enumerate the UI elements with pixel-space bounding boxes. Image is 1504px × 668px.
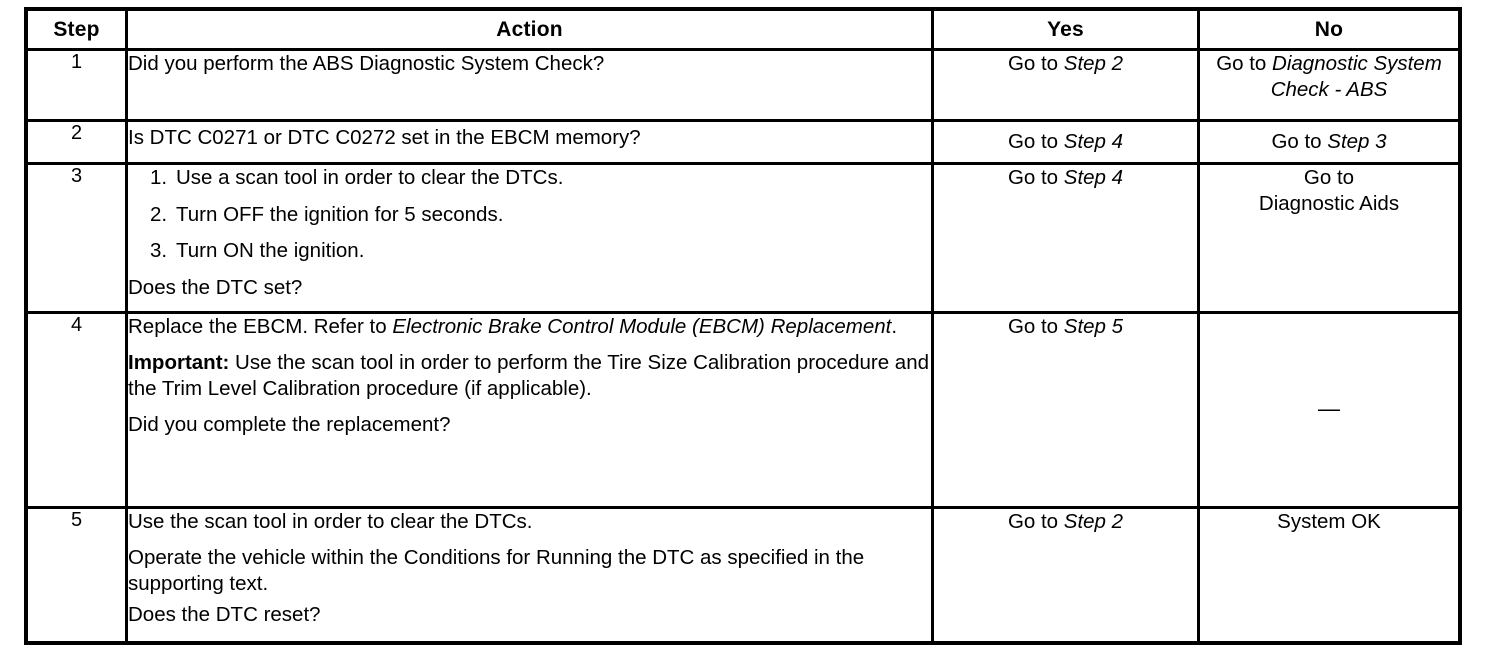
yes-answer-cell: Go to Step 2 (931, 48, 1200, 122)
action-cell: Use the scan tool in order to clear the … (125, 506, 934, 644)
table-row: 5 Use the scan tool in order to clear th… (25, 506, 1461, 644)
yes-lead-text: Go to (1007, 52, 1064, 75)
yes-lead-text: Go to (1007, 166, 1064, 189)
list-item-text: Turn OFF the ignition for 5 seconds. (176, 202, 504, 226)
action-question: Does the DTC set? (128, 275, 303, 299)
yes-reference-link[interactable]: Step 5 (1063, 315, 1124, 338)
no-reference-link[interactable]: Step 3 (1327, 129, 1387, 153)
action-question: Does the DTC reset? (128, 602, 321, 626)
yes-lead-text: Go to (1007, 129, 1064, 153)
replace-tail-text: . (891, 315, 898, 338)
replace-reference-link[interactable]: Electronic Brake Control Module (EBCM) R… (392, 315, 892, 338)
list-item-number: 3. (150, 239, 168, 263)
yes-reference-link[interactable]: Step 4 (1063, 166, 1124, 189)
important-text: Use the scan tool in order to perform th… (128, 350, 930, 401)
column-header-yes: Yes (931, 8, 1200, 51)
list-item-text: Use a scan tool in order to clear the DT… (176, 166, 564, 189)
em-dash-placeholder: — (1318, 395, 1340, 421)
action-cell: 1. Use a scan tool in order to clear the … (125, 162, 934, 314)
yes-answer-cell: Go to Step 4 (931, 162, 1200, 314)
no-answer-cell: Go to Diagnostic System Check - ABS (1197, 48, 1461, 122)
list-item: 3. Turn ON the ignition. (128, 238, 931, 264)
yes-reference-link[interactable]: Step 2 (1063, 510, 1124, 533)
column-header-no: No (1197, 8, 1461, 51)
action-paragraph-replace: Replace the EBCM. Refer to Electronic Br… (128, 314, 931, 341)
no-reference-link[interactable]: Diagnostic Aids (1258, 192, 1400, 216)
no-answer-cell: Go to Diagnostic Aids (1197, 162, 1461, 314)
action-question: Did you perform the ABS Diagnostic Syste… (128, 52, 605, 75)
step-number: 5 (25, 506, 128, 644)
replace-lead-text: Replace the EBCM. Refer to (128, 315, 393, 338)
no-lead-text: Go to (1303, 166, 1355, 189)
yes-lead-text: Go to (1007, 510, 1064, 533)
yes-answer-cell: Go to Step 4 (931, 119, 1200, 165)
table-row: 1 Did you perform the ABS Diagnostic Sys… (25, 48, 1461, 122)
action-question: Is DTC C0271 or DTC C0272 set in the EBC… (128, 126, 641, 149)
no-answer-cell: Go to Step 3 (1197, 119, 1461, 165)
no-reference-link[interactable]: Diagnostic System Check - ABS (1270, 52, 1442, 102)
action-cell: Did you perform the ABS Diagnostic Syste… (125, 48, 934, 122)
no-answer-cell: — (1197, 311, 1461, 509)
no-answer-cell: System OK (1197, 506, 1461, 644)
list-item-text: Turn ON the ignition. (176, 239, 365, 263)
yes-lead-text: Go to (1007, 315, 1064, 338)
no-lead-text: Go to (1271, 129, 1328, 153)
action-cell: Replace the EBCM. Refer to Electronic Br… (125, 311, 934, 509)
yes-reference-link[interactable]: Step 4 (1063, 129, 1124, 153)
action-cell: Is DTC C0271 or DTC C0272 set in the EBC… (125, 119, 934, 165)
table-row: 2 Is DTC C0271 or DTC C0272 set in the E… (25, 119, 1461, 165)
diagnostic-step-table: Step Action Yes No 1 Did you perform the… (24, 7, 1462, 645)
no-lead-text: Go to (1216, 52, 1273, 75)
yes-reference-link[interactable]: Step 2 (1063, 52, 1124, 75)
action-paragraph-operate: Operate the vehicle within the Condition… (128, 545, 865, 596)
table-header-row: Step Action Yes No (25, 8, 1461, 51)
action-paragraph-clear-dtcs: Use the scan tool in order to clear the … (128, 510, 533, 533)
step-number: 3 (25, 162, 128, 314)
yes-answer-cell: Go to Step 2 (931, 506, 1200, 644)
list-item: 2. Turn OFF the ignition for 5 seconds. (128, 202, 931, 228)
action-paragraph-important: Important: Use the scan tool in order to… (128, 350, 931, 403)
table-row: 3 1. Use a scan tool in order to clear th… (25, 162, 1461, 314)
action-question: Did you complete the replacement? (128, 412, 451, 436)
step-number: 4 (25, 311, 128, 509)
yes-answer-cell: Go to Step 5 (931, 311, 1200, 509)
list-item: 1. Use a scan tool in order to clear the … (128, 165, 931, 191)
table-row: 4 Replace the EBCM. Refer to Electronic … (25, 311, 1461, 509)
list-item-number: 2. (150, 202, 168, 226)
action-step-list: 1. Use a scan tool in order to clear the … (128, 165, 931, 264)
step-number: 2 (25, 119, 128, 165)
column-header-action: Action (125, 8, 934, 51)
important-label: Important: (128, 350, 230, 374)
column-header-step: Step (25, 8, 128, 51)
step-number: 1 (25, 48, 128, 122)
list-item-number: 1. (150, 166, 168, 189)
